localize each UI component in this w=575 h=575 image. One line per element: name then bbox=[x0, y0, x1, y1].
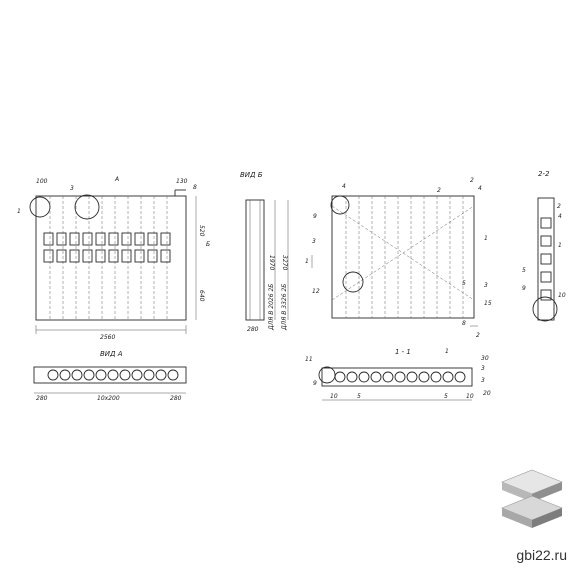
plan-cut-1: 1 bbox=[305, 258, 309, 265]
main-top-dim-2: 130 bbox=[176, 178, 188, 185]
vid-a-dim-right: 280 bbox=[170, 395, 182, 402]
main-view: 2560 520 640 100 130 А Б 8 1 3 bbox=[17, 176, 210, 341]
main-callout-3: 3 bbox=[70, 185, 74, 192]
plan-cut-2: 2 bbox=[476, 332, 480, 339]
plan-callout-4b: 4 bbox=[478, 185, 482, 192]
section-2-2-callout-2: 2 bbox=[557, 203, 561, 210]
main-width-label: 2560 bbox=[100, 334, 115, 341]
section-1-1-callout-1: 1 bbox=[445, 348, 449, 355]
main-dim-lower: 640 bbox=[198, 290, 205, 302]
section-2-2-callout-9: 9 bbox=[522, 285, 526, 292]
section-1-1: 1 - 1 11 1 3 9 3 5 10 5 10 20 30 bbox=[305, 348, 491, 401]
plan-view: 4 2 2 4 9 3 1 12 5 3 15 8 1 2 bbox=[305, 177, 492, 339]
section-2-2-callout-4: 4 bbox=[558, 213, 562, 220]
section-1-1-callout-10b: 10 bbox=[466, 393, 474, 400]
main-top-dim-1: 100 bbox=[36, 178, 48, 185]
section-1-1-callout-5a: 5 bbox=[357, 393, 361, 400]
plan-callout-3: 3 bbox=[312, 238, 316, 245]
main-arrow-a-label: А bbox=[114, 176, 119, 183]
plan-callout-5: 5 bbox=[462, 280, 466, 287]
vid-b-dim-1: 1970 bbox=[268, 255, 275, 270]
site-brand[interactable]: gbi22.ru bbox=[516, 547, 567, 563]
plan-callout-3b: 3 bbox=[484, 282, 488, 289]
section-2-2-title: 2-2 bbox=[538, 170, 550, 178]
plan-callout-8: 8 bbox=[462, 320, 466, 327]
plan-callout-1: 1 bbox=[484, 235, 488, 242]
vid-a-dim-left: 280 bbox=[36, 395, 48, 402]
vid-a-dim-mid: 10x200 bbox=[97, 395, 120, 402]
section-1-1-title: 1 - 1 bbox=[395, 348, 411, 356]
vid-b-note-1: ДЛЯ В 2026 2Б bbox=[268, 284, 275, 331]
vid-b-view: ВИД Б 1970 3270 280 ДЛЯ В 2026 2Б ДЛЯ В … bbox=[240, 171, 289, 333]
section-1-1-callout-9: 9 bbox=[313, 380, 317, 387]
section-1-1-dim-20: 20 bbox=[483, 390, 491, 397]
main-arrow-b-label: Б bbox=[206, 241, 210, 248]
plan-callout-15: 15 bbox=[484, 300, 492, 307]
plan-callout-12: 12 bbox=[312, 288, 320, 295]
section-2-2-callout-5: 5 bbox=[522, 267, 526, 274]
section-1-1-callout-3b: 3 bbox=[481, 377, 485, 384]
section-1-1-dim-30: 30 bbox=[481, 355, 489, 362]
section-1-1-callout-3a: 3 bbox=[481, 365, 485, 372]
vid-a-title: ВИД А bbox=[100, 350, 123, 358]
main-dim-upper: 520 bbox=[198, 225, 205, 237]
section-1-1-callout-5b: 5 bbox=[444, 393, 448, 400]
section-2-2-callout-10: 10 bbox=[558, 292, 566, 299]
section-2-2-callout-1: 1 bbox=[558, 242, 562, 249]
main-callout-1: 1 bbox=[17, 208, 21, 215]
vid-b-dim-2: 3270 bbox=[281, 255, 288, 270]
plan-callout-4: 4 bbox=[342, 183, 346, 190]
plan-callout-9: 9 bbox=[313, 213, 317, 220]
vid-b-title: ВИД Б bbox=[240, 171, 263, 179]
plan-callout-2a: 2 bbox=[437, 187, 441, 194]
vid-a-view: ВИД А 280 10x200 280 bbox=[33, 350, 187, 402]
section-2-2: 2-2 2 4 1 5 10 9 bbox=[522, 170, 566, 322]
logo-icon bbox=[501, 469, 563, 528]
vid-b-note-2: ДЛЯ В 3326 2Б bbox=[281, 284, 288, 331]
section-1-1-callout-11: 11 bbox=[305, 356, 313, 363]
plan-callout-2b: 2 bbox=[470, 177, 474, 184]
vid-b-dim-3: 280 bbox=[247, 326, 259, 333]
section-1-1-callout-10a: 10 bbox=[330, 393, 338, 400]
main-small-dim: 8 bbox=[193, 184, 197, 191]
